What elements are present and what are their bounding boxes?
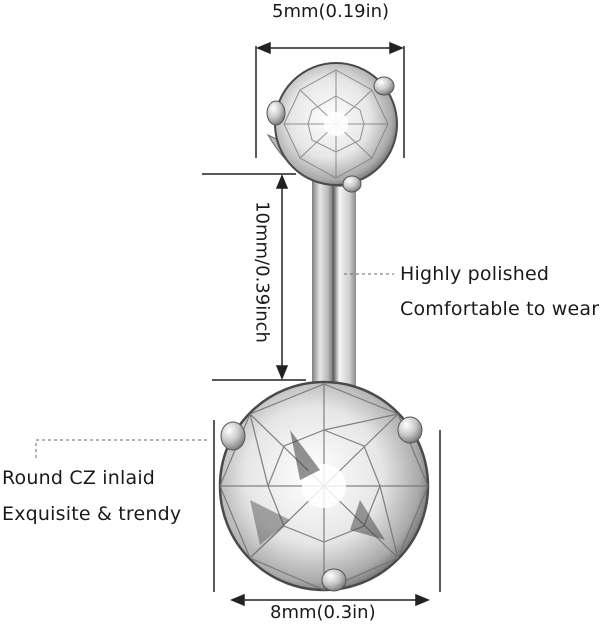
bottom-gem [218,380,430,592]
feature-exquisite: Exquisite & trendy [2,503,182,525]
feature-highly-polished: Highly polished [400,263,550,285]
callout-lines [35,273,394,458]
bottom-width-label: 8mm(0.3in) [270,602,376,623]
bottom-dimension-line [213,420,441,607]
feature-comfortable: Comfortable to wear [400,298,600,320]
bar-shaft [312,165,356,395]
top-dimension-line [255,41,405,158]
bar-length-label: 10mm/0.39inch [251,201,273,343]
feature-round-cz: Round CZ inlaid [2,467,156,489]
top-width-label: 5mm(0.19in) [272,1,390,22]
top-gem [266,62,398,193]
side-dimension-line [202,173,306,381]
